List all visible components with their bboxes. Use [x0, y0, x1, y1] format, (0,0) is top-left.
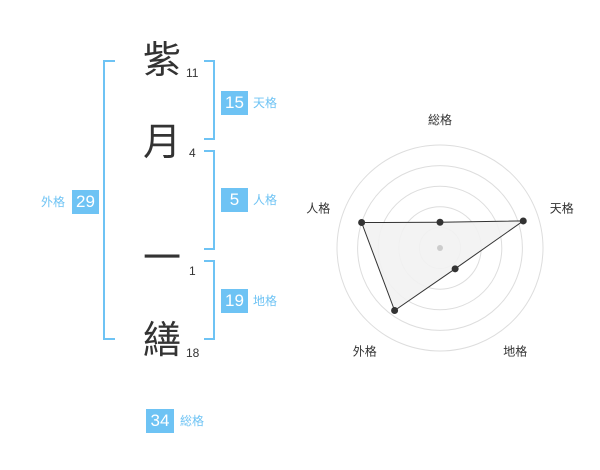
soukaku-label: 総格 — [180, 414, 205, 428]
jinkaku-value: 5 — [221, 188, 248, 212]
tenkaku-value: 15 — [221, 91, 248, 115]
jinkaku-bracket — [204, 150, 215, 250]
tenkaku-label: 天格 — [253, 96, 278, 110]
soukaku-value: 34 — [146, 409, 174, 433]
gaikaku-value: 29 — [72, 190, 99, 214]
radar-axis-label-1: 総格 — [428, 112, 452, 127]
radar-axis-label-3: 地格 — [503, 344, 527, 359]
radar-axis-label-4: 外格 — [353, 344, 377, 359]
stroke-count-3: 1 — [189, 264, 196, 278]
radar-ring-5 — [336, 144, 544, 352]
chikaku-bracket — [204, 260, 215, 340]
gaikaku-label: 外格 — [41, 195, 66, 209]
radar-ring-4 — [357, 165, 523, 331]
radar-point-4 — [391, 306, 399, 314]
jinkaku-label: 人格 — [253, 193, 278, 207]
radar-point-2 — [519, 217, 527, 225]
stroke-count-1: 11 — [186, 66, 199, 80]
tenkaku-bracket — [204, 60, 215, 140]
name-char-1: 紫 — [142, 38, 181, 82]
radar-axis-label-2: 天格 — [550, 200, 574, 215]
radar-point-1 — [436, 218, 444, 226]
stroke-count-2: 4 — [189, 146, 196, 160]
gaikaku-bracket — [103, 60, 115, 340]
name-char-2: 月 — [142, 120, 181, 164]
chikaku-label: 地格 — [253, 294, 278, 308]
name-char-4: 繕 — [142, 318, 181, 362]
radar-center-dot — [437, 245, 443, 251]
radar-point-5 — [358, 219, 366, 227]
radar-polygon — [360, 220, 525, 312]
name-char-3: 一 — [142, 236, 181, 280]
chikaku-value: 19 — [221, 289, 248, 313]
radar-axis-label-5: 人格 — [306, 200, 330, 215]
radar-point-3 — [451, 265, 459, 273]
stroke-count-4: 18 — [186, 346, 200, 360]
